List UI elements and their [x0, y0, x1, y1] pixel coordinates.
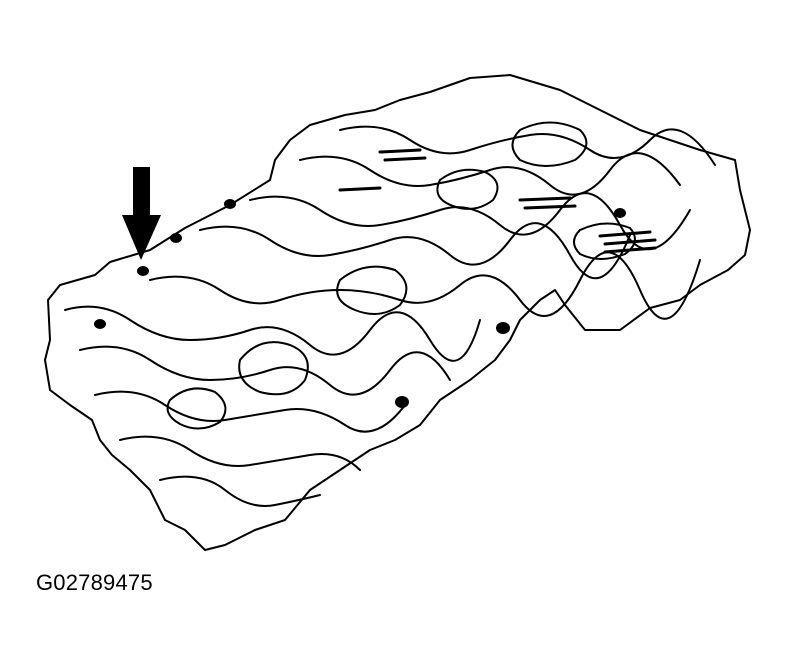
- slot-group: [338, 148, 657, 254]
- arrow-down-icon: [122, 167, 161, 260]
- plate-outline: [44, 74, 751, 551]
- figure-id-label: G02789475: [36, 570, 153, 595]
- passage-line: [249, 192, 691, 251]
- plate-hole: [614, 208, 626, 218]
- passage-line: [299, 152, 681, 196]
- plate-hole: [170, 233, 182, 243]
- passage-line: [339, 125, 716, 166]
- passage-line: [159, 475, 321, 507]
- passage-loop: [336, 265, 408, 315]
- passage-line: [149, 251, 701, 320]
- plate-hole: [496, 322, 510, 334]
- passage-loop: [511, 121, 588, 167]
- passage-line: [79, 345, 451, 396]
- passage-loop: [436, 168, 499, 210]
- passage-loop: [238, 341, 309, 396]
- plate-hole: [224, 199, 236, 209]
- passage-line: [94, 390, 406, 433]
- plate-hole: [137, 266, 149, 276]
- passage-loop: [166, 387, 227, 430]
- passage-line: [64, 305, 481, 362]
- passage-line: [199, 222, 631, 280]
- passage-line: [119, 435, 361, 471]
- passage-loop: [573, 222, 636, 260]
- plate-hole: [395, 396, 409, 408]
- plate-hole: [94, 319, 106, 329]
